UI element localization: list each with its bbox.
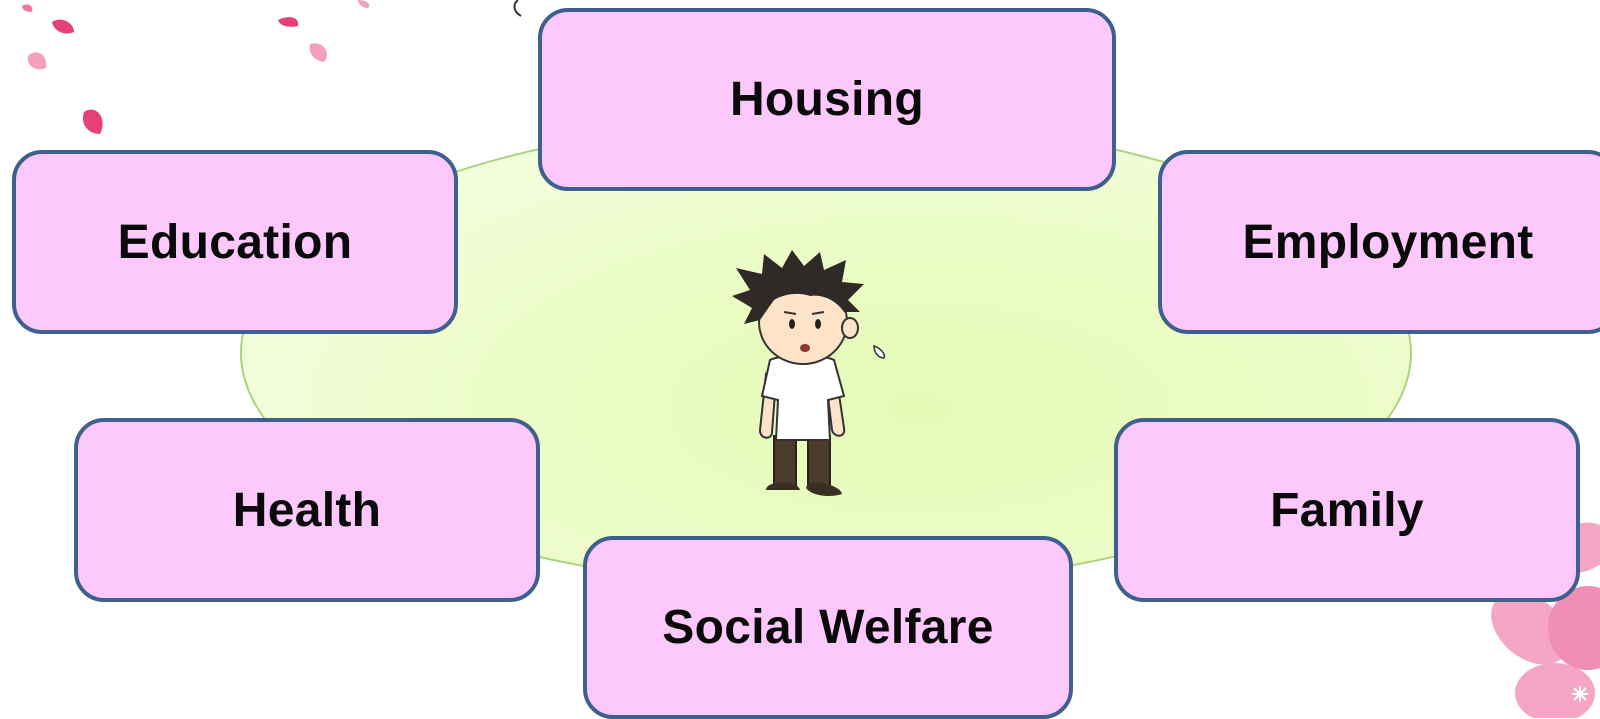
topic-box-education[interactable]: Education [12, 150, 458, 334]
topic-label-social-welfare: Social Welfare [662, 601, 994, 654]
topic-box-family[interactable]: Family [1114, 418, 1580, 602]
topic-label-family: Family [1270, 483, 1424, 537]
petal-stem-icon [513, 0, 522, 17]
topic-label-health: Health [232, 483, 382, 537]
topic-box-social-welfare[interactable]: Social Welfare [583, 536, 1073, 719]
petal-icon [22, 4, 299, 134]
topic-label-employment: Employment [1242, 215, 1534, 269]
petals-decoration [22, 0, 370, 134]
topic-label-housing: Housing [729, 73, 925, 126]
topic-box-health[interactable]: Health [74, 418, 540, 602]
topic-box-housing[interactable]: Housing [538, 8, 1116, 191]
petal-icon [27, 0, 370, 70]
topic-box-employment[interactable]: Employment [1158, 150, 1600, 334]
topic-label-education: Education [117, 215, 353, 269]
